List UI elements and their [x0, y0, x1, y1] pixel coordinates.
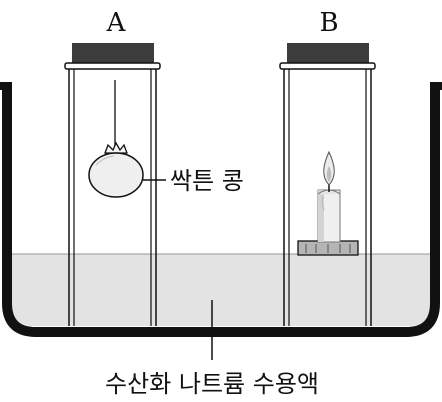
basin-rim-right: [430, 82, 442, 90]
water-basin: [2, 86, 440, 337]
jar-a-label: A: [106, 8, 127, 38]
jar-b-stopper: [287, 43, 369, 65]
solution-label: 수산화 나트륨 수용액: [105, 370, 319, 398]
sprouted-bean-bag: [88, 141, 144, 198]
jar-b-label: B: [319, 8, 338, 38]
basin-rim-left: [0, 82, 12, 90]
jar-b-rim: [279, 62, 376, 70]
bell-jar-b: [279, 43, 376, 326]
sodium-hydroxide-solution: [12, 254, 430, 326]
jar-a-stopper: [72, 43, 154, 65]
candle: [297, 150, 359, 256]
bean-label: 싹튼 콩: [170, 167, 244, 195]
bell-jar-a: [64, 43, 161, 326]
jar-a-rim: [64, 62, 161, 70]
